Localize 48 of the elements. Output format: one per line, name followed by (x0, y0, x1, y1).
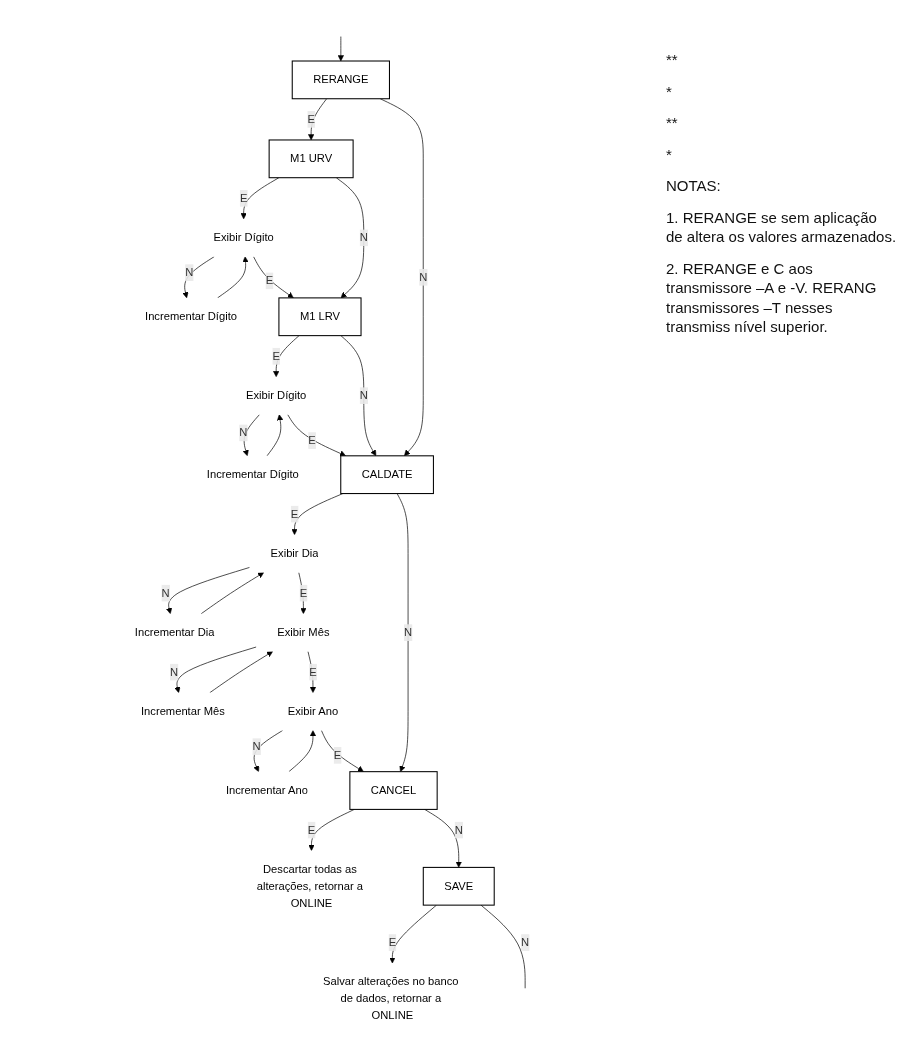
node-text: Incrementar Ano (225, 784, 308, 797)
node-box: CALDATE (340, 455, 434, 495)
node-text: Exibir Mês (277, 626, 330, 639)
node-text: Incrementar Dígito (206, 468, 299, 481)
edge-label: E (272, 349, 280, 362)
node-text: Salvar alterações no banco de dados, retornar a ONLINE (323, 975, 459, 1022)
edge-label: E (388, 936, 397, 949)
edge-label: E (265, 274, 274, 287)
node-box: RERANGE (291, 60, 390, 100)
edge-label: N (239, 426, 248, 439)
edge-label: E (239, 192, 248, 204)
node-text: Incrementar Mês (141, 705, 225, 718)
edge-label: N (419, 270, 428, 283)
edge-label: N (185, 266, 194, 279)
edge-label: N (169, 665, 178, 678)
edge-label: E (307, 823, 316, 836)
node-text: Exibir Dígito (246, 389, 307, 402)
footnote-mark: ** (666, 113, 679, 133)
edge-label: E (333, 749, 342, 761)
connector (480, 904, 526, 989)
edge-label: E (307, 113, 315, 125)
footnote-mark: ** (666, 50, 679, 70)
edge-label: E (290, 507, 299, 520)
edge-label: N (252, 740, 261, 753)
node-text: Exibir Dia (270, 547, 319, 560)
node-text: Descartar todas as alterações, retornar a ONLINE (256, 863, 364, 909)
edge-label: N (359, 231, 368, 244)
node-text: Exibir Dígito (213, 231, 274, 244)
edge-label: N (161, 586, 170, 599)
edge-label: N (521, 936, 530, 949)
node-box: M1 URV (268, 139, 354, 179)
node-box: M1 LRV (278, 297, 362, 337)
node-text: Incrementar Dia (134, 626, 215, 639)
node-text: Incrementar Dígito (145, 310, 237, 323)
note-text: 2. RERANGE e C aos transmissore –A e -V. RERANG transmissores –T nesses transmiss nível superior. (666, 258, 878, 337)
node-text: Exibir Ano (287, 705, 339, 718)
node-box: CANCEL (349, 771, 438, 810)
edge-label: N (359, 389, 368, 402)
edge-label: N (454, 823, 463, 836)
edge-label: N (404, 626, 413, 639)
note-text: 1. RERANGE se sem aplicação de altera os valores armazenados. (666, 207, 897, 247)
notes-heading: NOTAS: (666, 176, 722, 196)
footnote-mark: * (666, 81, 673, 101)
node-box: SAVE (422, 866, 495, 906)
edge-label: E (309, 665, 317, 678)
edge-label: E (308, 434, 316, 447)
footnote-mark: * (666, 144, 673, 164)
edge-label: E (299, 586, 308, 599)
